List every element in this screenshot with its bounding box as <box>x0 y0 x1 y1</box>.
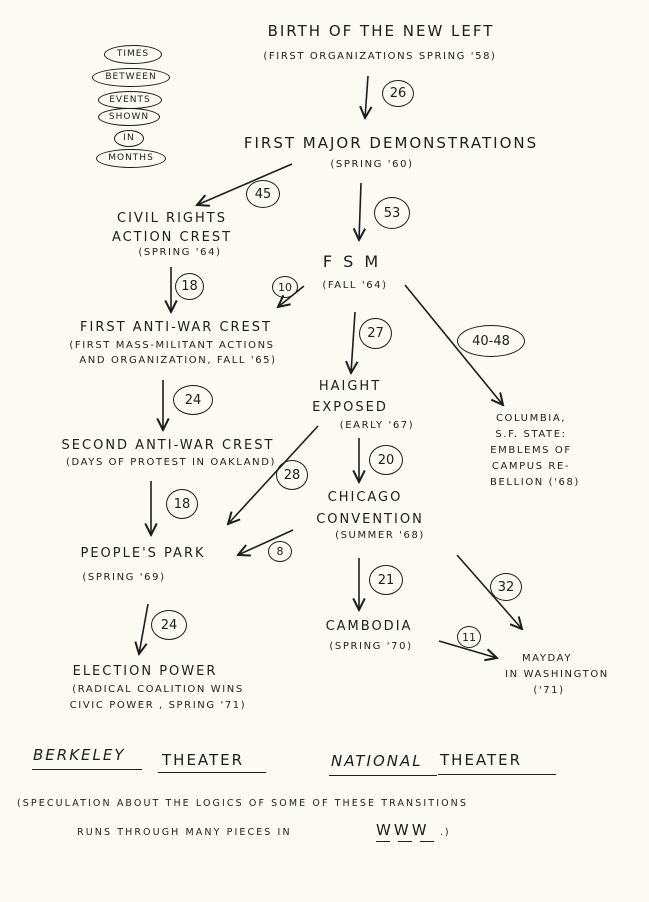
footer-note-line1: (SPECULATION ABOUT THE LOGICS OF SOME OF… <box>17 798 469 809</box>
node-columbia-l4: CAMPUS RE- <box>491 461 571 472</box>
node-first-antiwar-sub1: (FIRST MASS-MILITANT ACTIONS <box>69 340 275 351</box>
node-peoples-park-sub: (SPRING '69) <box>82 572 166 583</box>
footer-note-w2: W <box>393 821 412 839</box>
interval-park-election: 24 <box>151 610 187 640</box>
legend-in: IN <box>114 130 144 147</box>
interval-second-park: 18 <box>166 489 198 519</box>
legend-shown: SHOWN <box>98 108 160 126</box>
footer-note-end: .) <box>440 827 451 838</box>
node-mayday-l2: IN WASHINGTON <box>505 669 609 680</box>
node-civil-rights-title1: CIVIL RIGHTS <box>117 211 227 226</box>
footer-theater-2-underline <box>438 774 556 775</box>
node-fsm-sub: (FALL '64) <box>322 280 388 291</box>
node-columbia-l1: COLUMBIA, <box>495 413 567 424</box>
interval-chicago-cambodia: 21 <box>369 565 403 595</box>
node-first-major-sub: (SPRING '60) <box>330 159 414 170</box>
arrow-first-to-fsm <box>359 182 361 240</box>
node-haight-title2: EXPOSED <box>312 400 388 415</box>
node-birth-sub: (FIRST ORGANIZATIONS SPRING '58) <box>263 51 497 62</box>
node-election-sub2: CIVIC POWER , SPRING '71) <box>69 700 247 711</box>
interval-fsm-haight: 27 <box>359 318 392 349</box>
legend-between: BETWEEN <box>92 68 170 87</box>
node-mayday-l3: ('71) <box>533 685 565 696</box>
node-second-antiwar-sub: (DAYS OF PROTEST IN OAKLAND) <box>65 457 277 468</box>
arrow-fsm-to-columbia <box>404 284 503 405</box>
interval-haight-park: 28 <box>276 460 308 490</box>
footer-note-w3: W <box>411 821 430 839</box>
interval-fsm-antiwar: 10 <box>272 276 298 298</box>
arrow-park-to-election <box>139 603 149 654</box>
interval-antiwar-second: 24 <box>173 385 213 415</box>
interval-haight-chicago: 20 <box>369 445 403 475</box>
node-birth-title: BIRTH OF THE NEW LEFT <box>267 22 495 40</box>
node-election-title: ELECTION POWER <box>72 664 218 679</box>
interval-civil-antiwar: 18 <box>175 273 204 300</box>
interval-chicago-park: 8 <box>268 541 292 562</box>
node-cambodia-sub: (SPRING '70) <box>329 641 413 652</box>
node-haight-sub: (EARLY '67) <box>339 420 415 431</box>
node-chicago-sub: (SUMMER '68) <box>335 530 425 541</box>
interval-fsm-columbia: 40-48 <box>457 325 525 357</box>
node-second-antiwar-title: SECOND ANTI-WAR CREST <box>61 438 275 453</box>
arrow-first-to-civil <box>197 163 293 205</box>
node-chicago-title1: CHICAGO <box>327 490 403 505</box>
node-cambodia-title: CAMBODIA <box>325 619 413 634</box>
node-peoples-park-title: PEOPLE'S PARK <box>80 546 206 561</box>
node-first-major-title: FIRST MAJOR DEMONSTRATIONS <box>243 134 539 152</box>
node-columbia-l5: BELLION ('68) <box>490 477 580 488</box>
arrow-birth-to-first <box>365 75 368 118</box>
node-columbia-l3: EMBLEMS OF <box>490 445 572 456</box>
node-haight-title1: HAIGHT <box>318 379 382 394</box>
footer-theater-2: THEATER <box>440 751 523 769</box>
arrow-chicago-to-park <box>238 529 294 555</box>
legend-times: TIMES <box>104 45 162 64</box>
arrow-chicago-to-mayday <box>456 554 522 629</box>
interval-chicago-mayday: 32 <box>490 573 522 601</box>
footer-theater-1: THEATER <box>162 751 245 769</box>
footer-note-line2: RUNS THROUGH MANY PIECES IN <box>77 827 292 838</box>
node-columbia-l2: S.F. STATE: <box>495 429 567 440</box>
arrow-cambodia-to-mayday <box>438 640 497 658</box>
node-chicago-title2: CONVENTION <box>316 512 424 527</box>
footer-berkeley-underline <box>32 769 142 770</box>
node-mayday-l1: MAYDAY <box>521 653 573 664</box>
footer-www-underline-3 <box>420 841 434 842</box>
footer-theater-1-underline <box>158 772 266 773</box>
footer-note-www: WWW <box>376 823 430 838</box>
interval-first-civil: 45 <box>246 180 280 208</box>
arrow-fsm-to-haight <box>351 311 355 373</box>
node-election-sub1: (RADICAL COALITION WINS <box>72 684 244 695</box>
node-civil-rights-sub: (SPRING '64) <box>138 247 222 258</box>
interval-first-fsm: 53 <box>374 197 410 229</box>
arrow-haight-to-park <box>228 425 319 524</box>
footer-www-underline-1 <box>376 841 390 842</box>
interval-cambodia-mayday: 11 <box>457 626 481 648</box>
footer-national: NATIONAL <box>331 752 423 770</box>
footer-www-underline-2 <box>398 841 412 842</box>
legend-events: EVENTS <box>98 91 162 109</box>
node-civil-rights-title2: ACTION CREST <box>111 230 233 245</box>
node-first-antiwar-title: FIRST ANTI-WAR CREST <box>80 320 272 335</box>
node-fsm-title: F S M <box>322 252 382 271</box>
footer-note-w1: W <box>376 821 394 839</box>
node-first-antiwar-sub2: AND ORGANIZATION, FALL '65) <box>79 355 277 366</box>
legend-months: MONTHS <box>96 149 166 168</box>
interval-birth-first: 26 <box>382 80 414 107</box>
footer-berkeley: BERKELEY <box>33 746 126 764</box>
footer-national-underline <box>329 775 437 776</box>
